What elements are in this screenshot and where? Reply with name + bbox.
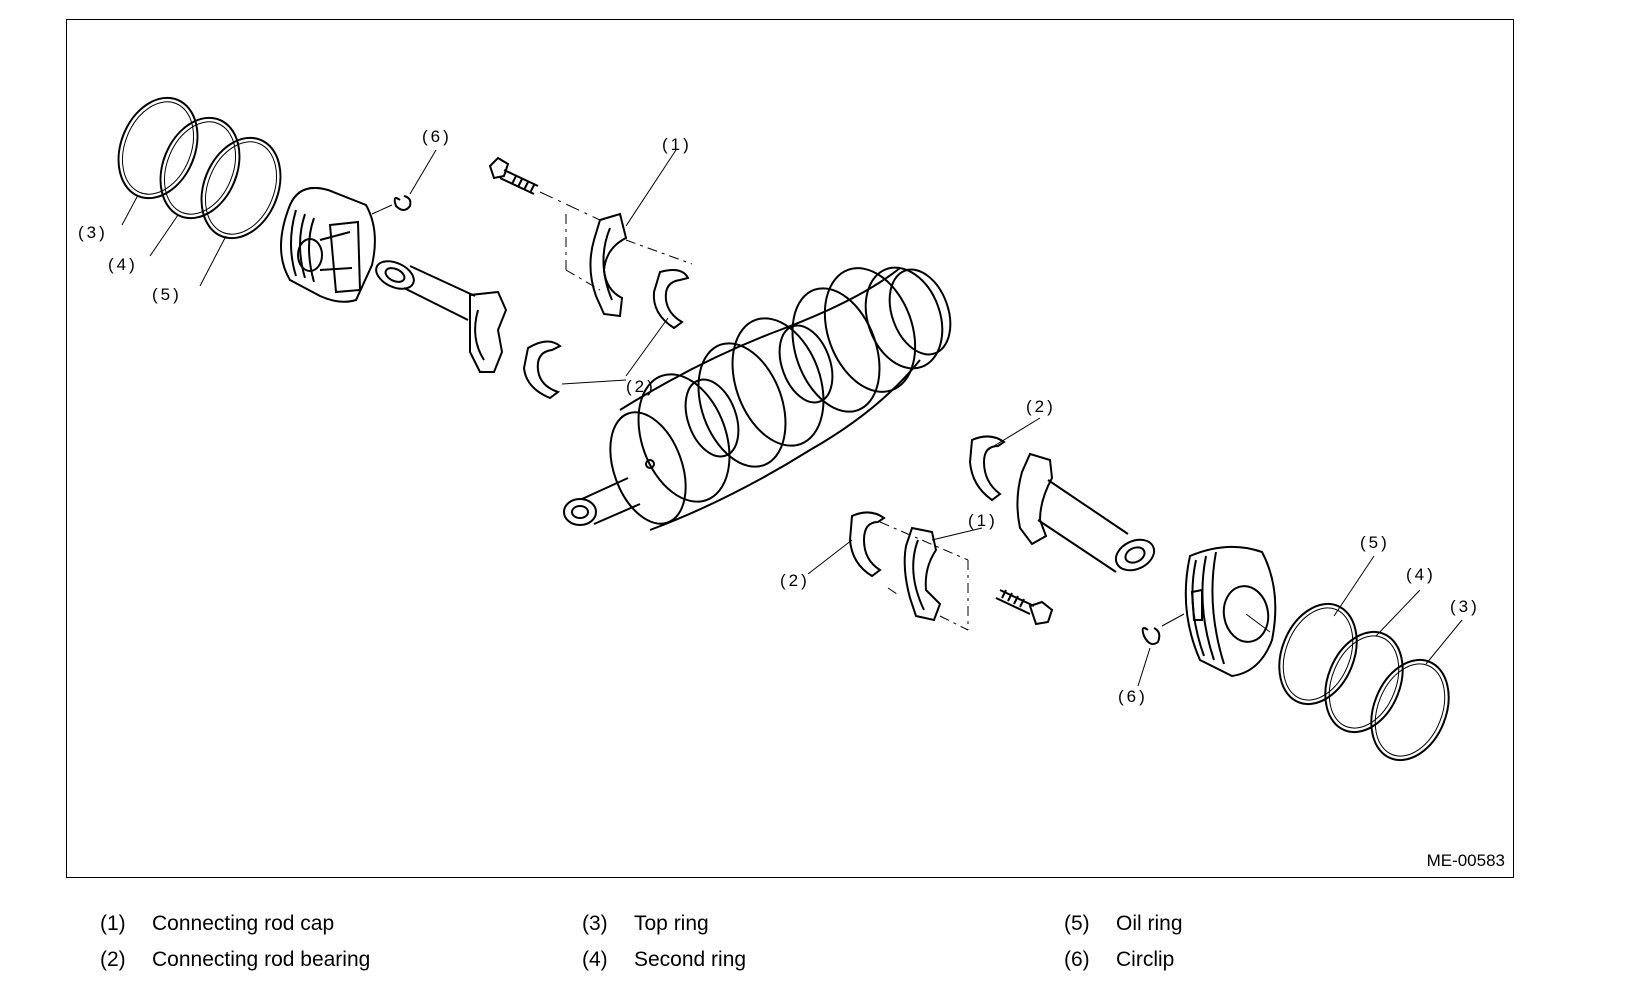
legend-number: (3) [582, 912, 608, 935]
legend-item-2: (2) Connecting rod bearing [100, 948, 370, 972]
rod-bearing-right-upper [968, 435, 1006, 502]
legend-item-4: (4) Second ring [582, 948, 746, 972]
figure-code: ME-00583 [1426, 851, 1505, 870]
piston-left [280, 186, 376, 303]
callout-2-right: (2) [1026, 397, 1056, 416]
rod-bearing-top-left [522, 340, 562, 400]
legend-item-3: (3) Top ring [582, 912, 709, 936]
top-ring-right [1370, 658, 1450, 762]
legend-number: (1) [100, 912, 126, 935]
legend-number: (4) [582, 948, 608, 971]
callout-5-left: (5) [152, 285, 182, 304]
legend-number: (2) [100, 948, 126, 971]
rod-bolt-top [488, 156, 601, 221]
callout-6-left: (6) [422, 127, 452, 146]
callout-1-top: (1) [662, 135, 692, 154]
callout-2-lower: (2) [780, 571, 810, 590]
rod-cap-lower [879, 521, 969, 631]
callout-2-top: (2) [626, 377, 656, 396]
connecting-rod-right [1016, 452, 1156, 573]
top-ring-left [117, 96, 199, 200]
piston-right [1184, 545, 1277, 678]
circlip-left [371, 195, 412, 215]
legend-label: Circlip [1116, 948, 1175, 971]
callout-1-lower: (1) [968, 511, 998, 530]
crankshaft [563, 266, 952, 531]
rod-bearing-top-right [652, 269, 690, 330]
callout-4-right: (4) [1406, 565, 1436, 584]
legend-item-1: (1) Connecting rod cap [100, 912, 334, 936]
legend-label: Connecting rod cap [152, 912, 335, 935]
leader-lines [121, 149, 1463, 687]
callout-5-right: (5) [1360, 533, 1390, 552]
legend-label: Top ring [634, 912, 709, 935]
oil-ring-right [1278, 602, 1358, 706]
legend-label: Connecting rod bearing [152, 948, 371, 971]
callout-4-left: (4) [108, 255, 138, 274]
callout-3-right: (3) [1450, 597, 1480, 616]
callout-3-left: (3) [78, 223, 108, 242]
legend-item-5: (5) Oil ring [1064, 912, 1183, 936]
callout-6-right: (6) [1118, 687, 1148, 706]
rod-bolt-lower [995, 589, 1054, 626]
second-ring-right [1324, 630, 1404, 734]
rod-cap-top [565, 212, 693, 318]
legend-item-6: (6) Circlip [1064, 948, 1174, 972]
oil-ring-left [200, 136, 282, 240]
legend-label: Second ring [634, 948, 747, 971]
second-ring-left [159, 116, 241, 220]
exploded-view-diagram: (3) (4) (5) (6) (1) (2) (2) (1) (2) (5) … [78, 96, 1480, 762]
legend-number: (6) [1064, 948, 1090, 971]
rod-bearing-right-lower [848, 511, 886, 578]
legend-label: Oil ring [1116, 912, 1183, 935]
legend-number: (5) [1064, 912, 1090, 935]
diagram-frame: ME-00583 [66, 19, 1514, 878]
connecting-rod-left [375, 260, 508, 373]
circlip-right [1141, 613, 1185, 645]
